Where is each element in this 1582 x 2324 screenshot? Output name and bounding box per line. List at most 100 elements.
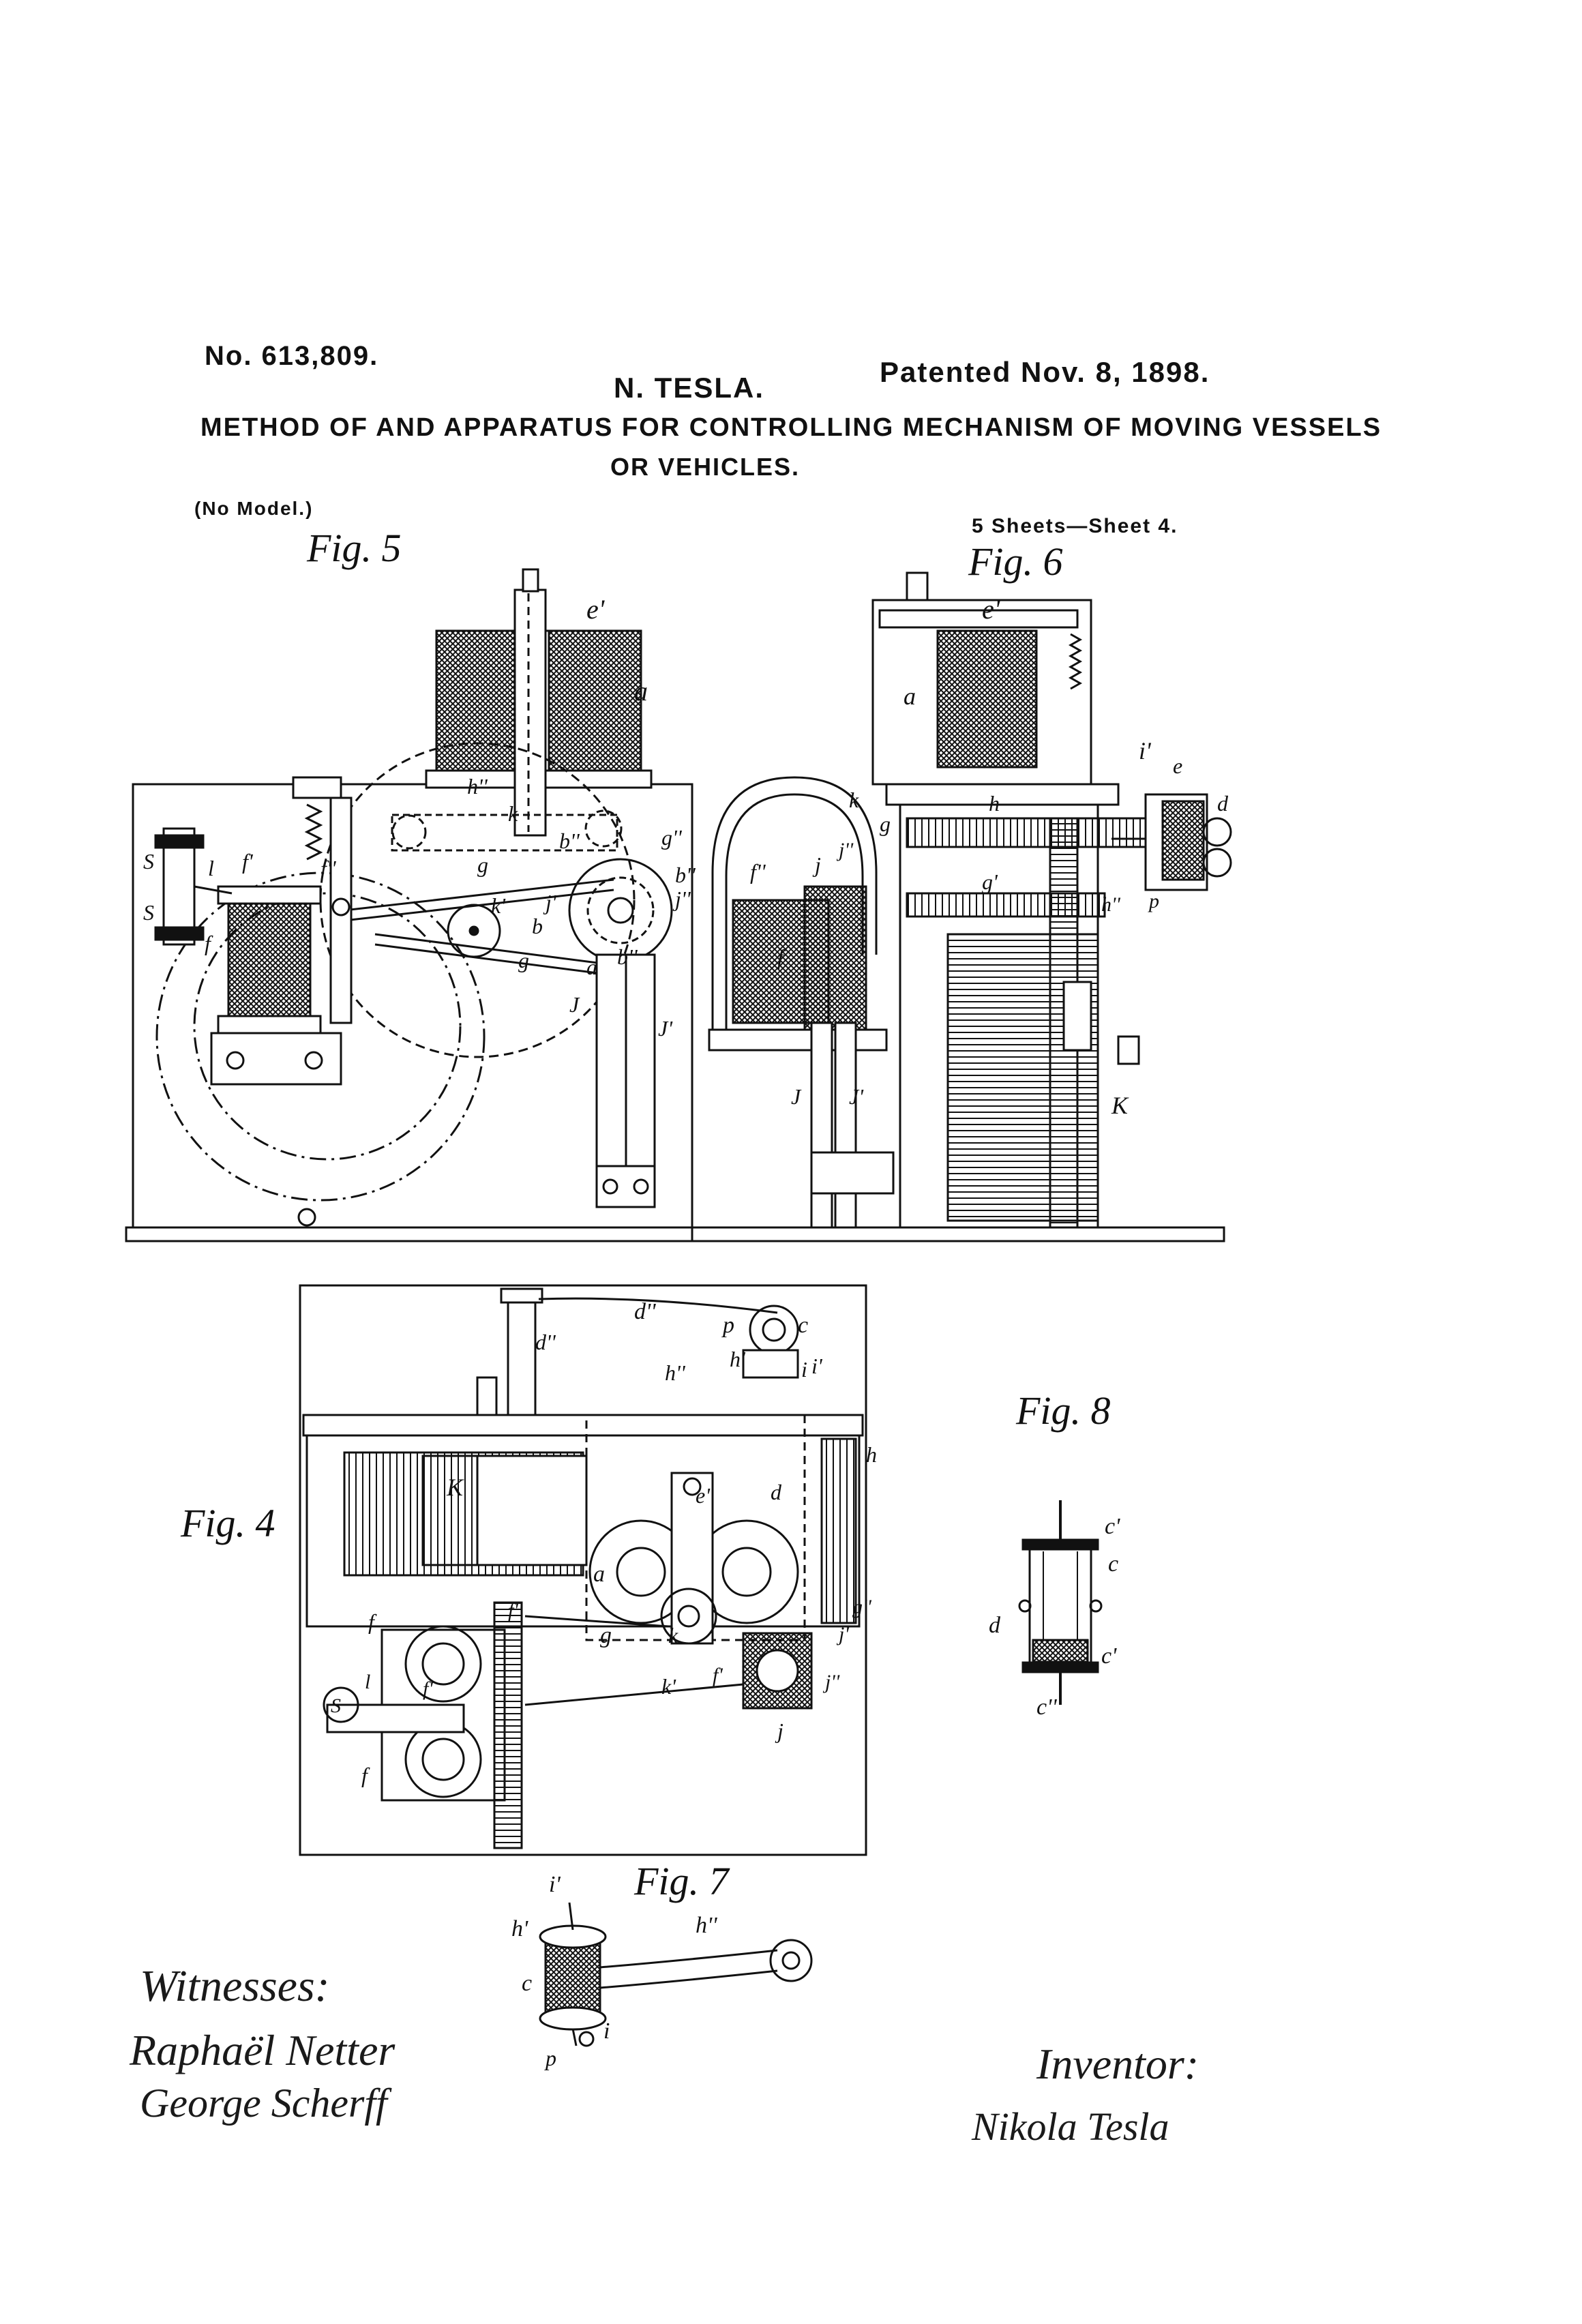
ref-letter: g'' bbox=[852, 1596, 871, 1618]
ref-letter: h'' bbox=[1101, 893, 1120, 916]
ref-letter: c bbox=[522, 1971, 533, 1996]
ref-letter: k' bbox=[661, 1674, 676, 1699]
witnesses-label: Witnesses: bbox=[140, 1961, 330, 2011]
witness-signature-1: Raphaël Netter bbox=[130, 2026, 395, 2074]
ref-letter: k bbox=[508, 801, 518, 826]
ref-letter: k bbox=[849, 788, 859, 812]
ref-letter: J' bbox=[658, 1016, 673, 1041]
ref-letter: f bbox=[777, 944, 783, 969]
ref-letter: c'' bbox=[1036, 1695, 1057, 1720]
ref-letter: h'' bbox=[467, 774, 488, 799]
patent-date: Patented Nov. 8, 1898. bbox=[880, 356, 1210, 388]
fig7-drawing bbox=[539, 1902, 813, 2047]
ref-letter: a bbox=[593, 1562, 605, 1587]
ref-letter: c bbox=[798, 1313, 809, 1338]
fig4-label: Fig. 4 bbox=[181, 1501, 275, 1545]
ref-letter: J' bbox=[849, 1084, 864, 1109]
inventor-signature: Nikola Tesla bbox=[972, 2104, 1169, 2149]
ref-letter: j'' bbox=[825, 1671, 840, 1693]
ref-letter: b'' bbox=[675, 863, 696, 887]
ref-letter: c' bbox=[1105, 1514, 1120, 1539]
ref-letter: j'' bbox=[675, 887, 691, 911]
patent-number: No. 613,809. bbox=[205, 341, 379, 371]
ref-letter: f' bbox=[423, 1678, 433, 1700]
ref-letter: l bbox=[208, 856, 214, 880]
ref-letter: d bbox=[771, 1480, 781, 1504]
ref-letter: j bbox=[815, 852, 821, 877]
ref-letter: j'' bbox=[839, 839, 854, 861]
ref-letter: h'' bbox=[696, 1913, 717, 1938]
model-note: (No Model.) bbox=[194, 498, 314, 519]
ref-letter: e' bbox=[696, 1483, 711, 1508]
fig5-label: Fig. 5 bbox=[307, 526, 402, 570]
ref-letter: g bbox=[477, 852, 488, 877]
ref-letter: J bbox=[791, 1084, 801, 1109]
ref-letter: e' bbox=[586, 594, 605, 625]
ref-letter: c bbox=[1108, 1551, 1119, 1577]
ref-letter: d bbox=[1217, 791, 1228, 816]
fig8-label: Fig. 8 bbox=[1016, 1388, 1111, 1433]
ref-letter: j' bbox=[839, 1623, 849, 1645]
ref-letter: k' bbox=[491, 893, 506, 918]
ref-letter: i' bbox=[811, 1354, 822, 1378]
ref-letter: p bbox=[546, 2046, 556, 2070]
ref-letter: h' bbox=[730, 1347, 745, 1371]
ref-letter: j bbox=[777, 1718, 783, 1743]
ref-letter: e' bbox=[982, 594, 1000, 625]
ref-letter: b'' bbox=[617, 944, 638, 969]
ref-letter: h'' bbox=[665, 1360, 685, 1385]
ref-letter: K bbox=[1111, 1092, 1129, 1119]
ref-letter: K bbox=[447, 1474, 464, 1501]
ref-letter: f'' bbox=[320, 856, 336, 880]
ref-letter: g bbox=[518, 948, 529, 972]
ref-letter: J bbox=[569, 992, 580, 1017]
ref-letter: i bbox=[801, 1357, 807, 1382]
ref-letter: p bbox=[1149, 890, 1159, 912]
ref-letter: f bbox=[368, 1609, 374, 1634]
inventor-name: N. TESLA. bbox=[614, 372, 765, 404]
ref-letter: p bbox=[723, 1313, 734, 1338]
ref-letter: d'' bbox=[634, 1299, 656, 1324]
ref-letter: b bbox=[532, 914, 543, 938]
ref-letter: f bbox=[205, 931, 211, 955]
patent-title-line2: OR VEHICLES. bbox=[610, 453, 801, 481]
ref-letter: g bbox=[880, 811, 891, 836]
ref-letter: i' bbox=[549, 1872, 561, 1897]
ref-letter: b'' bbox=[559, 829, 580, 853]
ref-letter: a bbox=[904, 683, 916, 710]
ref-letter: c' bbox=[1101, 1643, 1117, 1669]
ref-letter: S bbox=[143, 849, 154, 874]
ref-letter: S bbox=[331, 1695, 341, 1717]
ref-letter: f' bbox=[713, 1664, 723, 1686]
patent-title-line1: METHOD OF AND APPARATUS FOR CONTROLLING … bbox=[200, 413, 1382, 442]
ref-letter: h bbox=[989, 791, 1000, 816]
ref-letter: f'' bbox=[508, 1599, 523, 1622]
witness-signature-2: George Scherff bbox=[140, 2081, 387, 2126]
ref-letter: l bbox=[365, 1671, 371, 1693]
fig5-drawing bbox=[125, 568, 700, 1242]
ref-letter: S bbox=[143, 900, 154, 925]
ref-letter: i' bbox=[1139, 737, 1151, 764]
ref-letter: h bbox=[866, 1442, 877, 1467]
ref-letter: a bbox=[634, 676, 648, 706]
ref-letter: d'' bbox=[535, 1330, 556, 1354]
fig6-drawing bbox=[691, 571, 1232, 1242]
fig6-label: Fig. 6 bbox=[968, 539, 1063, 584]
fig4-drawing bbox=[299, 1284, 867, 1856]
ref-letter: g' bbox=[982, 869, 998, 894]
ref-letter: g bbox=[600, 1623, 612, 1648]
ref-letter: j' bbox=[546, 890, 556, 914]
ref-letter: h' bbox=[511, 1916, 528, 1941]
ref-letter: e bbox=[1173, 754, 1183, 778]
ref-letter: g'' bbox=[661, 825, 682, 850]
ref-letter: k bbox=[668, 1623, 678, 1648]
ref-letter: a bbox=[586, 955, 597, 979]
sheet-info: 5 Sheets—Sheet 4. bbox=[972, 515, 1178, 537]
ref-letter: d bbox=[989, 1613, 1000, 1638]
fig8-drawing bbox=[1018, 1500, 1103, 1705]
fig7-label: Fig. 7 bbox=[634, 1859, 729, 1903]
ref-letter: i bbox=[603, 2018, 610, 2044]
ref-letter: f' bbox=[242, 849, 253, 874]
ref-letter: f'' bbox=[750, 859, 766, 884]
